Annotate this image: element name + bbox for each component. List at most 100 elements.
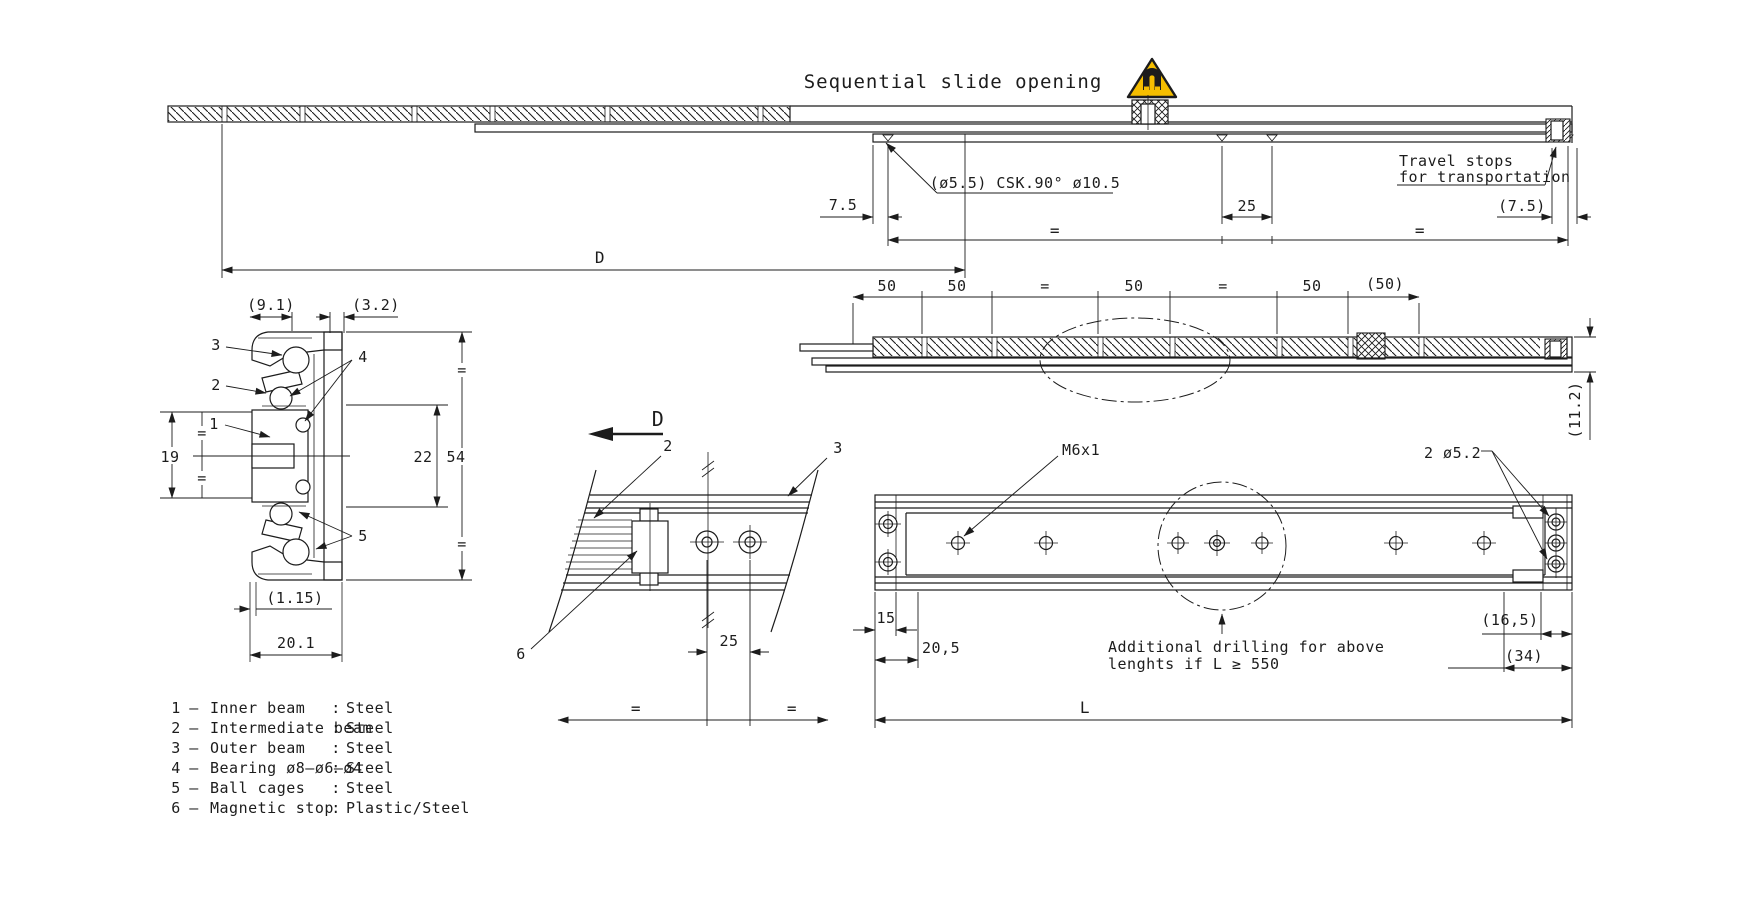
equal-spacing-right: = <box>1415 221 1425 240</box>
part-dash: – <box>189 779 199 797</box>
part-colon: : <box>331 799 341 817</box>
right-end-holes <box>1545 508 1567 578</box>
intermediate-beam-strip <box>474 123 1573 133</box>
dim-16-5-ref: (16,5) <box>1481 611 1538 629</box>
detail-eq-right: = <box>787 699 797 718</box>
detail-part-6: 6 <box>516 645 526 663</box>
parts-list-row-2: 2 – Intermediate beam : Steel <box>171 719 393 737</box>
dim-54: 54 <box>446 448 465 466</box>
parts-list-row-5: 5 – Ball cages : Steel <box>171 779 393 797</box>
drawing-title: Sequential slide opening <box>804 71 1103 93</box>
detail-ellipse <box>1039 317 1231 403</box>
part-dash: – <box>189 699 199 717</box>
detail-eq-left: = <box>631 699 641 718</box>
plan-dimensions <box>853 450 1573 728</box>
hole-label-5-2: 2 ø5.2 <box>1424 444 1481 462</box>
dim-11-2-ref: (11.2) <box>1566 381 1584 438</box>
spacing-dim-2: = <box>1040 277 1050 295</box>
detail-part-3: 3 <box>833 439 843 457</box>
height-dimension <box>1574 318 1596 440</box>
part-name: Intermediate beam <box>210 719 372 737</box>
part-material: Steel <box>346 699 394 717</box>
detail-rail-geometry <box>548 452 819 633</box>
dim-7-5-ref: (7.5) <box>1498 197 1546 215</box>
part-label-2: 2 <box>211 376 221 394</box>
eq-19-top: = <box>197 424 207 442</box>
part-num: 4 <box>171 759 181 777</box>
plan-rail-geometry <box>874 494 1573 591</box>
detail-part-2: 2 <box>663 437 673 455</box>
drill-note-line1: Additional drilling for above <box>1108 638 1384 656</box>
travel-stop-pin <box>1545 118 1571 143</box>
spacing-dimension-line <box>852 291 1420 345</box>
part-name: Ball cages <box>210 779 305 797</box>
dim-l-label: L <box>1080 698 1090 717</box>
part-material: Steel <box>346 779 394 797</box>
eq-54-bottom: = <box>457 535 467 553</box>
part-label-4: 4 <box>358 348 368 366</box>
equal-spacing-left: = <box>1050 221 1060 240</box>
part-dash: – <box>189 799 199 817</box>
part-name: Magnetic stop <box>210 799 334 817</box>
dim-1-15-ref: (1.15) <box>266 589 323 607</box>
part-num: 2 <box>171 719 181 737</box>
parts-list: 1 – Inner beam : Steel 2 – Intermediate … <box>171 699 470 817</box>
eq-54-top: = <box>457 361 467 379</box>
part-dash: – <box>189 719 199 737</box>
countersink-notches <box>882 134 1574 142</box>
detail-view-d: D <box>516 407 843 726</box>
inner-beam-extended <box>167 105 791 123</box>
part-name: Inner beam <box>210 699 305 717</box>
m6-holes <box>946 530 1496 556</box>
part-dash: – <box>189 759 199 777</box>
eq-19-bottom: = <box>197 469 207 487</box>
spacing-dim-6: (50) <box>1366 275 1404 293</box>
spacing-dim-4: = <box>1218 277 1228 295</box>
parts-list-row-4: 4 – Bearing ø8–ø6–ø4 : Steel <box>171 759 393 777</box>
part-num: 5 <box>171 779 181 797</box>
part-material: Plastic/Steel <box>346 799 470 817</box>
part-label-5: 5 <box>358 527 368 545</box>
parts-list-row-1: 1 – Inner beam : Steel <box>171 699 393 717</box>
spacing-dim-1: 50 <box>947 277 966 295</box>
detail-dim-25: 25 <box>719 632 738 650</box>
part-material: Steel <box>346 739 394 757</box>
section-geometry <box>249 331 343 662</box>
dim-15: 15 <box>876 609 895 627</box>
drill-note-line2: lenghts if L ≥ 550 <box>1108 655 1280 673</box>
dim-20-1: 20.1 <box>277 634 315 652</box>
dim-19: 19 <box>160 448 179 466</box>
dim-7-5: 7.5 <box>829 196 858 214</box>
csk-hole-note: (ø5.5) CSK.90° ø10.5 <box>930 174 1121 192</box>
dim-3-2-ref: (3.2) <box>352 296 400 314</box>
part-label-3: 3 <box>211 336 221 354</box>
part-num: 3 <box>171 739 181 757</box>
travel-stops-note-line1: Travel stops <box>1399 152 1513 170</box>
travel-stops-note-line2: for transportation <box>1399 168 1571 186</box>
cross-section-view: (9.1) (3.2) 3 2 1 4 5 19 = = 22 54 = = (… <box>157 296 472 662</box>
dim-22: 22 <box>413 448 432 466</box>
detail-circle <box>1157 481 1287 611</box>
dim-9-1-ref: (9.1) <box>247 296 295 314</box>
part-colon: : <box>331 779 341 797</box>
detail-holes <box>690 525 767 559</box>
part-num: 6 <box>171 799 181 817</box>
detail-d-label: D <box>652 407 665 431</box>
part-colon: : <box>331 719 341 737</box>
dim-20-5: 20,5 <box>922 639 960 657</box>
spacing-dim-5: 50 <box>1302 277 1321 295</box>
top-view-dimensions <box>221 124 1591 278</box>
parts-list-row-3: 3 – Outer beam : Steel <box>171 739 393 757</box>
parts-list-row-6: 6 – Magnetic stop : Plastic/Steel <box>171 799 470 817</box>
part-label-1: 1 <box>209 415 219 433</box>
left-end-holes <box>875 511 901 575</box>
thread-label-m6: M6x1 <box>1062 441 1100 459</box>
part-name: Outer beam <box>210 739 305 757</box>
magnet-warning-icon <box>1126 57 1178 99</box>
part-name: Bearing ø8–ø6–ø4 <box>210 759 363 777</box>
part-colon: : <box>331 759 341 777</box>
closed-slide-body <box>799 332 1573 373</box>
dim-d-label: D <box>595 248 605 267</box>
outer-beam-strip <box>872 133 1549 143</box>
